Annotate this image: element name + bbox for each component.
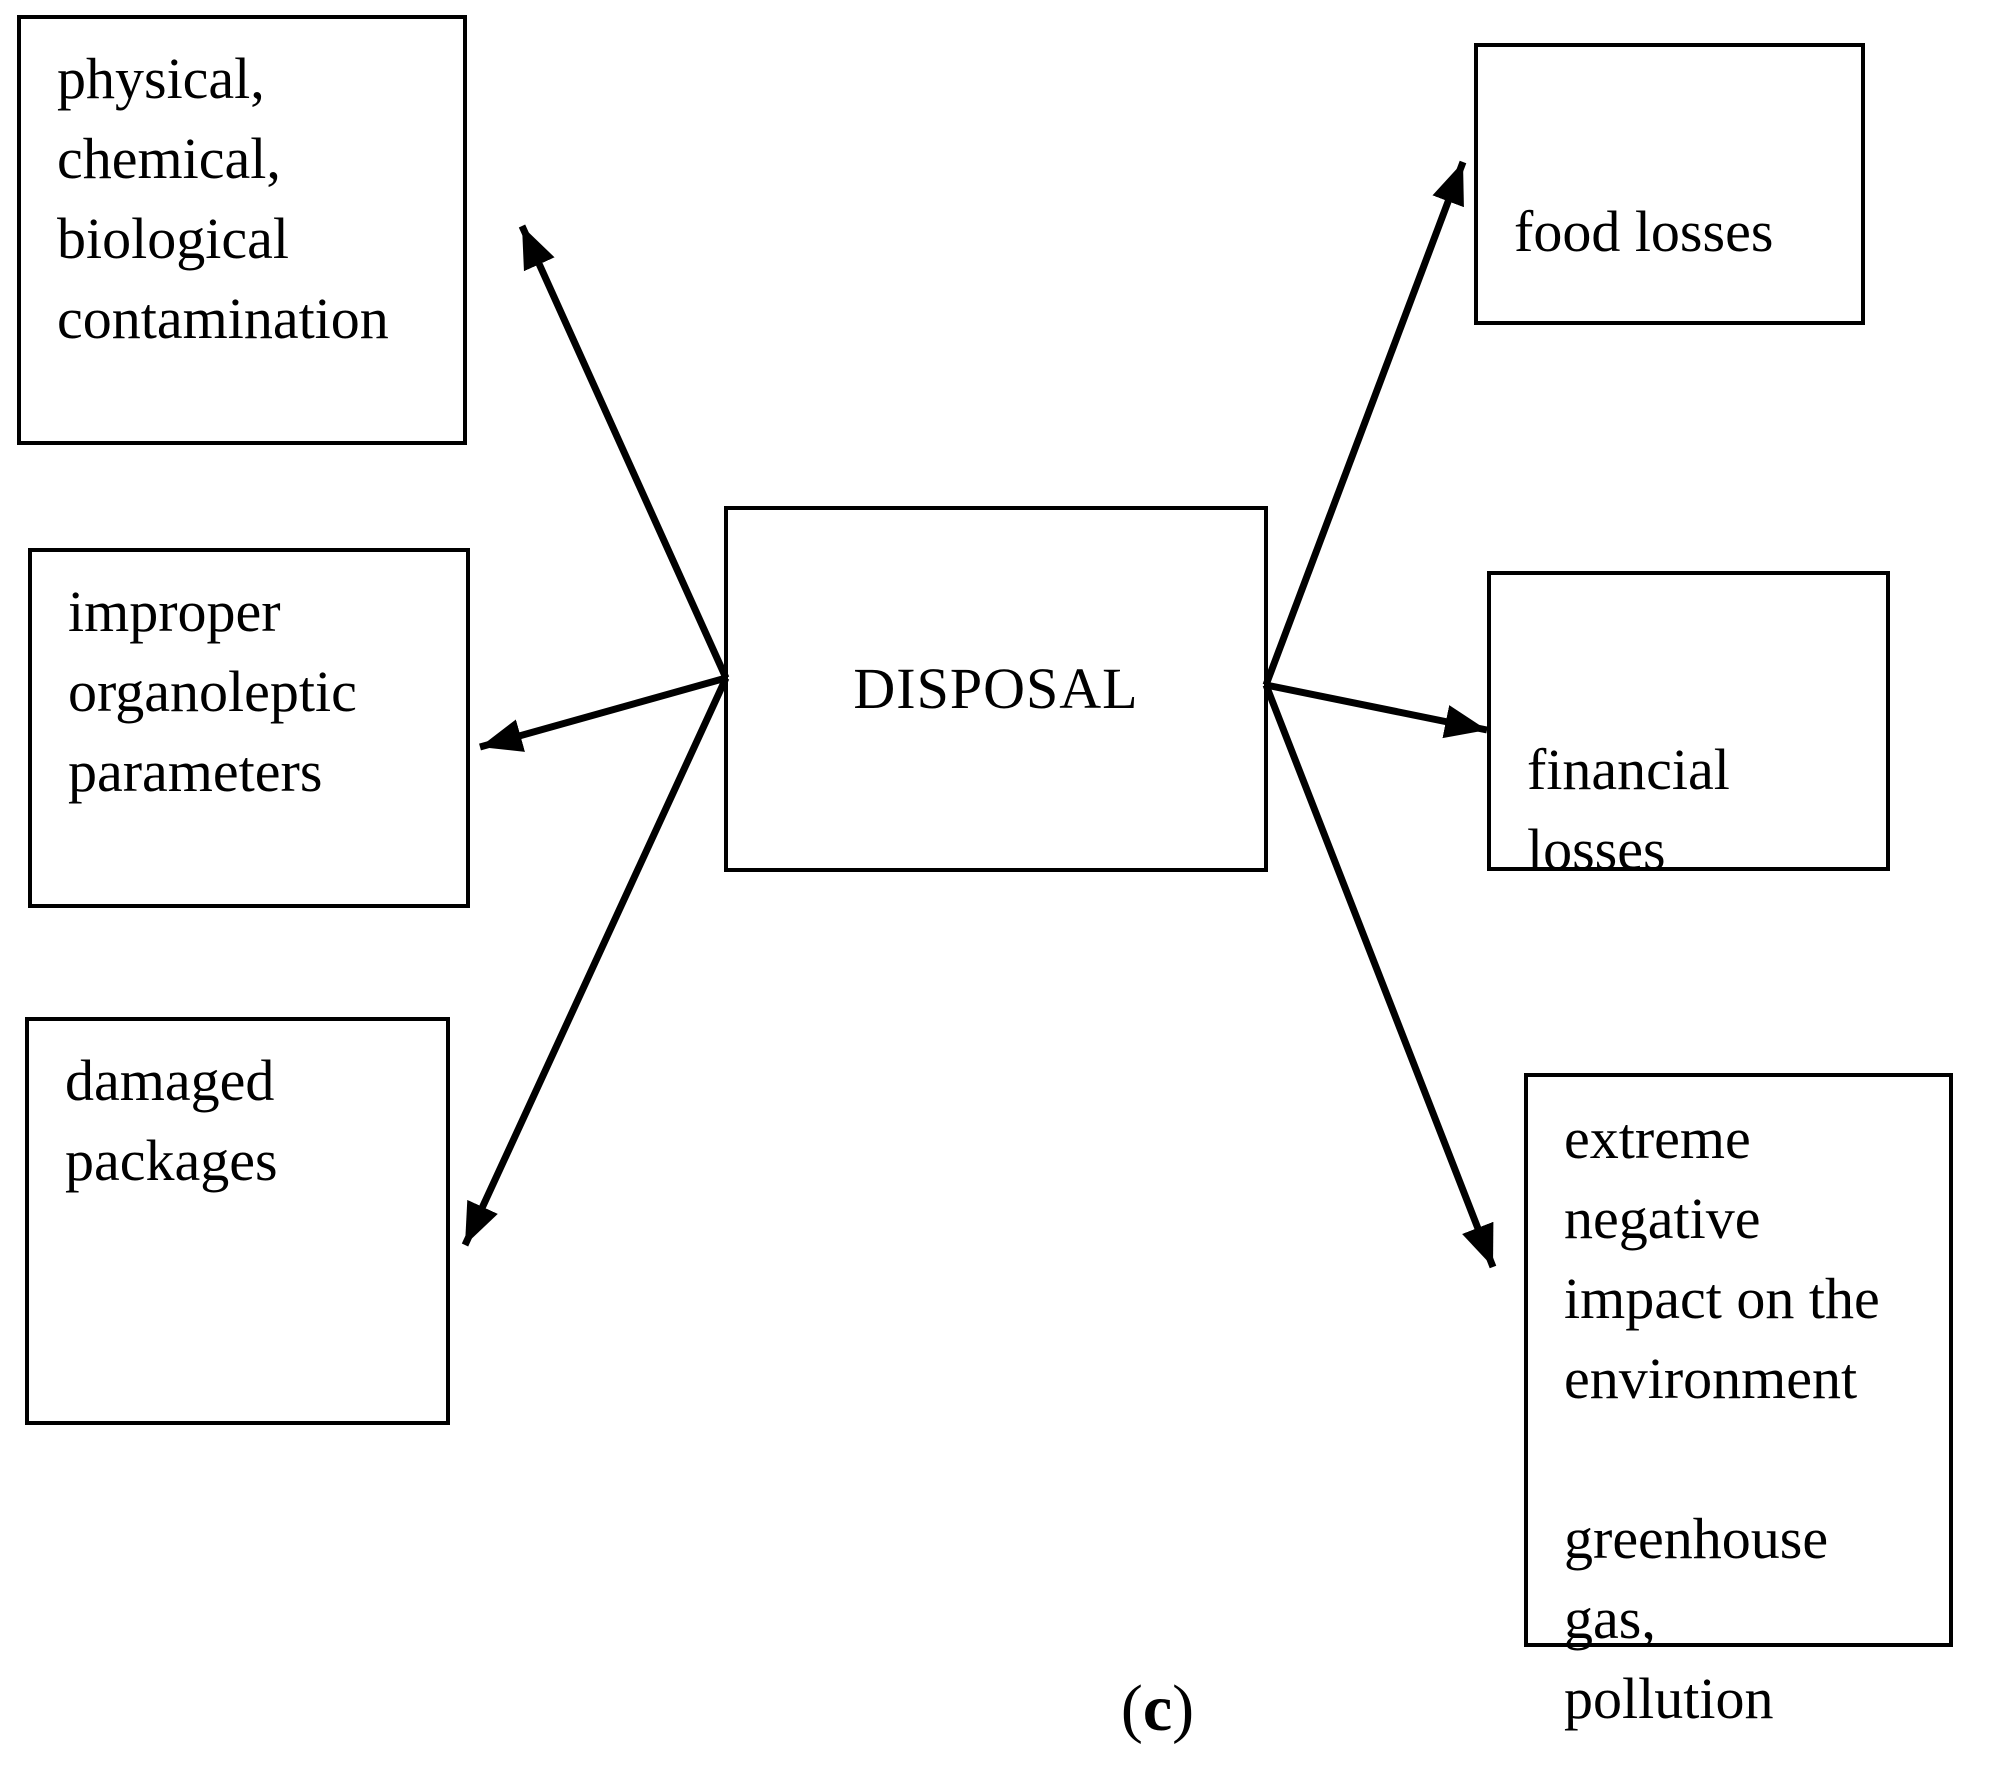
node-environment-impact: extreme negative impact on the environme…	[1524, 1073, 1953, 1731]
caption-paren-close: )	[1172, 1672, 1195, 1745]
caption-letter: c	[1142, 1672, 1173, 1745]
arrow-disposal-to-damaged-packages	[461, 676, 730, 1247]
node-financial-losses: financial losses	[1487, 571, 1890, 882]
arrow-disposal-to-environment-impact	[1262, 683, 1497, 1269]
node-contamination: physical, chemical, biological contamina…	[17, 15, 467, 445]
node-damaged-packages: damaged packages	[25, 1017, 450, 1425]
node-food-losses: food losses	[1474, 43, 1865, 325]
arrow-disposal-to-organoleptic	[479, 674, 727, 752]
figure-caption: (c)	[1085, 1664, 1230, 1754]
caption-paren-open: (	[1120, 1672, 1143, 1745]
node-disposal: DISPOSAL	[724, 506, 1268, 872]
arrow-disposal-to-food-losses	[1262, 160, 1467, 687]
arrow-disposal-to-contamination	[518, 224, 730, 680]
node-organoleptic: improper organoleptic parameters	[28, 548, 470, 908]
arrow-disposal-to-financial-losses	[1265, 681, 1488, 739]
